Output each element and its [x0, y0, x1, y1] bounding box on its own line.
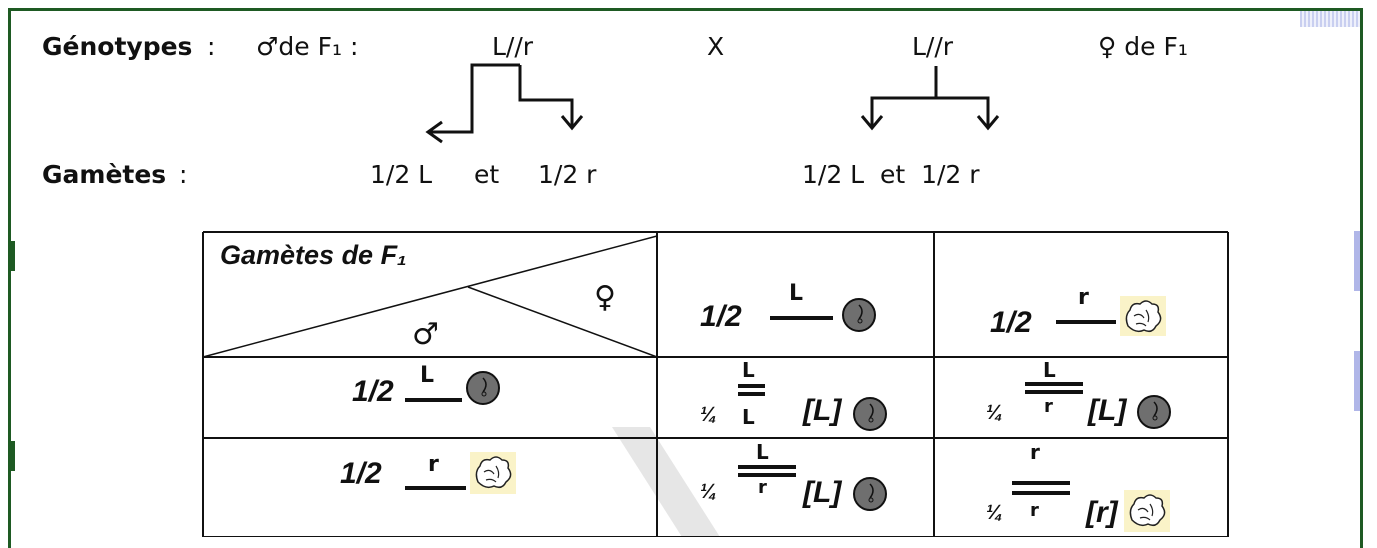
chromosome-line [405, 398, 462, 402]
gamete-arrows [425, 63, 1000, 144]
offspring-prob: ¼ [986, 502, 1003, 524]
punnett-grid [202, 231, 1229, 537]
gamete-prob: 1/2 [990, 306, 1032, 339]
chromosome-line [1056, 320, 1116, 324]
allele-bottom: r [1030, 500, 1039, 521]
male-genotype: L//r [492, 32, 534, 61]
wrinkled-seed-icon [470, 452, 516, 494]
male-parent-label: ♂de F₁ : [256, 32, 359, 61]
gamete-prob: 1/2 [340, 457, 382, 490]
allele-label: r [1078, 285, 1089, 310]
male-gamete-r: 1/2 r [538, 160, 597, 189]
allele-top: r [1030, 440, 1040, 464]
genotypes-label: Génotypes [42, 32, 193, 61]
watermark-stripe [612, 427, 720, 537]
homologous-chromosomes [738, 384, 765, 396]
phenotype-label: [L] [803, 476, 842, 509]
corner-title: Gamètes de F₁ [220, 240, 407, 270]
frame-tick [11, 241, 15, 271]
phenotype-label: [L] [1088, 394, 1127, 427]
smooth-seed-icon [842, 298, 876, 332]
female-genotype: L//r [912, 32, 954, 61]
allele-label: L [789, 281, 804, 306]
offspring-prob: ¼ [700, 404, 717, 426]
female-symbol: ♀ [594, 280, 616, 315]
corner-decoration [1300, 11, 1360, 27]
gametes-colon: : [179, 160, 188, 189]
smooth-seed-icon [1137, 395, 1171, 429]
gamete-prob: 1/2 [700, 300, 742, 333]
male-symbol: ♂ [412, 317, 439, 352]
smooth-seed-icon [853, 477, 887, 511]
homologous-chromosomes [1025, 382, 1083, 394]
chromosome-line [405, 486, 466, 490]
wrinkled-seed-icon [1124, 490, 1170, 532]
gametes-label: Gamètes [42, 160, 167, 189]
allele-top: L [756, 440, 769, 464]
homologous-chromosomes [1012, 481, 1070, 495]
edge-decoration [1354, 351, 1360, 411]
allele-bottom: r [758, 477, 767, 498]
allele-bottom: L [742, 405, 755, 429]
offspring-prob: ¼ [700, 481, 717, 503]
gamete-prob: 1/2 [352, 375, 394, 408]
document-frame [8, 8, 1363, 548]
male-gamete-l: 1/2 L [370, 160, 433, 189]
homologous-chromosomes [738, 465, 796, 477]
smooth-seed-icon [466, 371, 500, 405]
offspring-prob: ¼ [986, 402, 1003, 424]
allele-bottom: r [1044, 396, 1053, 417]
chromosome-line [770, 316, 833, 320]
phenotype-label: [L] [803, 394, 842, 427]
allele-label: L [420, 363, 435, 388]
genotypes-colon: : [207, 32, 216, 61]
wrinkled-seed-icon [1120, 296, 1166, 336]
edge-decoration [1354, 231, 1360, 291]
female-gametes: 1/2 L et 1/2 r [802, 160, 980, 189]
smooth-seed-icon [853, 397, 887, 431]
female-parent-label: ♀ de F₁ [1098, 32, 1188, 61]
frame-tick [11, 441, 15, 471]
male-gamete-et: et [474, 160, 500, 189]
allele-top: L [1043, 358, 1056, 382]
allele-top: L [742, 358, 755, 382]
phenotype-label: [r] [1086, 496, 1118, 529]
cross-symbol: X [707, 32, 725, 61]
allele-label: r [428, 452, 439, 477]
